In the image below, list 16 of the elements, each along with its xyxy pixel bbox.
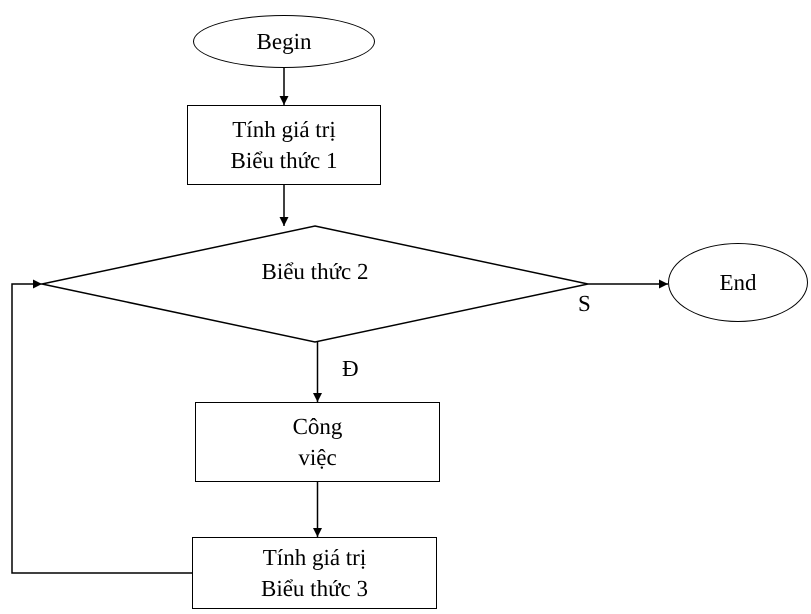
decision-diamond — [42, 226, 588, 342]
arrow — [280, 68, 288, 105]
node-label: Công việc — [292, 412, 344, 472]
process-box — [195, 402, 440, 482]
node-label: Biểu thức 2 — [260, 258, 370, 286]
node-label: End — [718, 268, 758, 297]
arrow — [313, 482, 322, 537]
arrow — [280, 185, 288, 226]
process-box — [192, 537, 437, 609]
arrow — [588, 280, 668, 288]
process-box — [187, 105, 381, 185]
node-label: Tính giá trị Biểu thức 1 — [229, 116, 338, 175]
node-label: Begin — [256, 28, 312, 56]
arrow — [11, 280, 192, 574]
node-label: Tính giá trị Biểu thức 3 — [260, 544, 369, 603]
arrow — [313, 341, 322, 402]
